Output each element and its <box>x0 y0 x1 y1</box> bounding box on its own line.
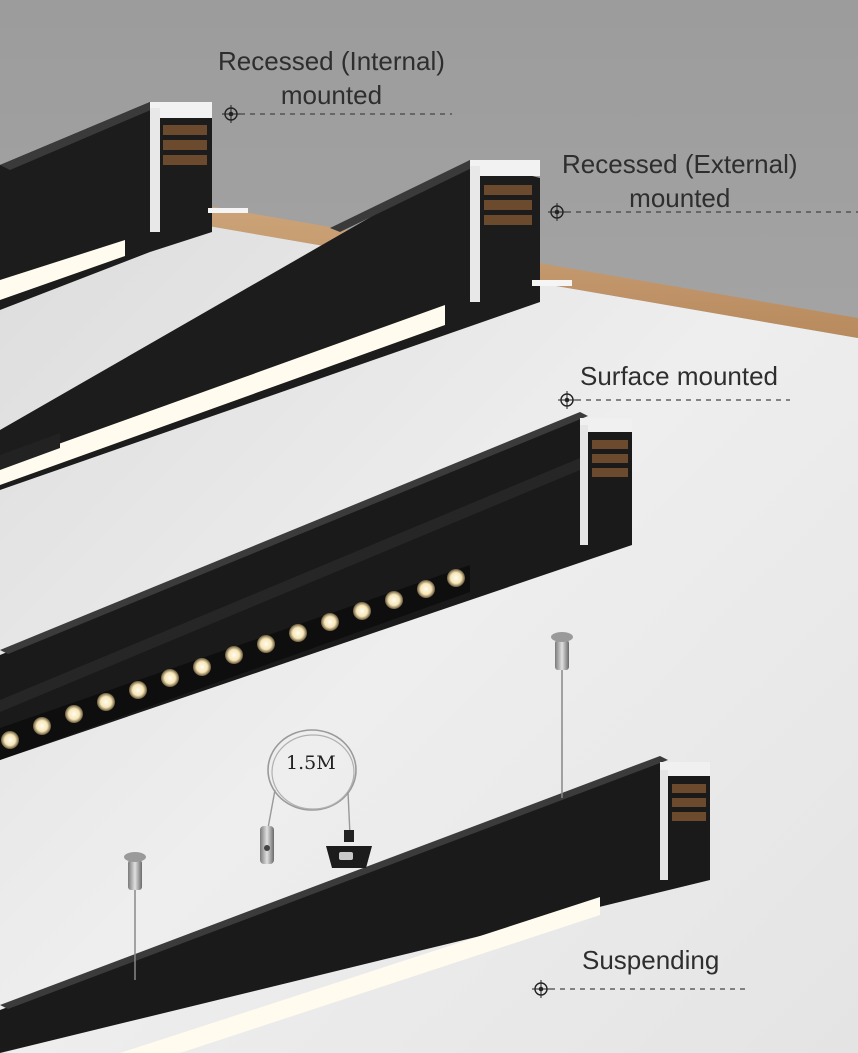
crosshair-marker-icon <box>222 105 240 123</box>
label-recessed-internal: Recessed (Internal) mounted <box>218 44 445 112</box>
label-suspending: Suspending <box>582 945 720 975</box>
label-recessed-internal-line2: mounted <box>280 80 383 110</box>
suspending-profile <box>0 756 710 1053</box>
crosshair-marker-icon <box>548 203 566 221</box>
surface-mounted-profile <box>0 412 632 760</box>
label-cable-length: 1.5M <box>286 752 336 774</box>
crosshair-marker-icon <box>558 391 576 409</box>
recessed-external-profile <box>0 160 572 490</box>
recessed-internal-profile <box>0 102 248 310</box>
cable-accessory <box>260 729 372 868</box>
label-surface-mounted: Surface mounted <box>580 361 779 391</box>
cable-gripper-icon <box>260 826 274 864</box>
cable-clamp-icon <box>326 830 372 868</box>
led-spot-row <box>1 569 465 749</box>
label-recessed-external: Recessed (External) mounted <box>562 147 798 215</box>
ceiling-anchor-icon <box>124 852 146 980</box>
label-recessed-external-line1: Recessed (External) <box>562 149 798 179</box>
ceiling-anchor-icon <box>551 632 573 798</box>
label-recessed-external-line2: mounted <box>629 183 731 213</box>
label-recessed-internal-line1: Recessed (Internal) <box>218 46 445 76</box>
crosshair-marker-icon <box>532 980 550 998</box>
